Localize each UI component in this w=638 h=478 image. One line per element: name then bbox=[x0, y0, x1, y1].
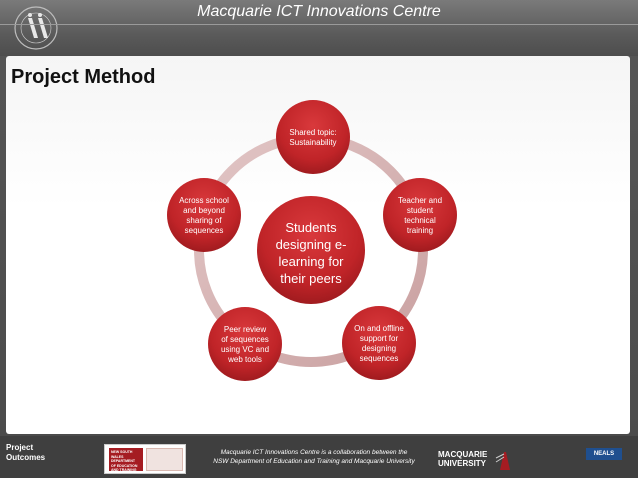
collaboration-line-1: Macquarie ICT Innovations Centre is a co… bbox=[220, 449, 408, 456]
node-label-peer-review: Peer review of sequences using VC and we… bbox=[220, 325, 270, 364]
center-label: Students designing e- learning for their… bbox=[275, 220, 347, 286]
dept-building-icon bbox=[146, 448, 183, 471]
neals-logo: NEALS bbox=[586, 448, 622, 460]
project-outcomes-link[interactable]: Project Outcomes bbox=[6, 443, 46, 462]
lighthouse-icon bbox=[495, 452, 510, 470]
node-label-sharing: Across school and beyond sharing of sequ… bbox=[179, 196, 229, 235]
centre-logo-icon bbox=[14, 6, 58, 50]
macquarie-logo-text: MACQUARIE UNIVERSITY bbox=[438, 450, 488, 468]
collaboration-note: Macquarie ICT Innovations Centre is a co… bbox=[196, 448, 432, 466]
node-label-teacher-training: Teacher and student technical training bbox=[397, 196, 443, 235]
center-node bbox=[257, 196, 365, 304]
slide-title: Project Method bbox=[11, 66, 156, 88]
nsw-dept-logo-text: NEW SOUTH WALES DEPARTMENT OF EDUCATION … bbox=[109, 448, 143, 472]
header-bar: Macquarie ICT Innovations Centre bbox=[0, 0, 638, 56]
node-label-offline-support: On and offline support for designing seq… bbox=[354, 324, 404, 363]
node-offline-support bbox=[342, 306, 416, 380]
node-label-shared-topic: Shared topic: Sustainability bbox=[289, 128, 337, 147]
collaboration-line-2: NSW Department of Education and Training… bbox=[213, 458, 415, 465]
header-divider bbox=[0, 24, 638, 25]
nsw-dept-logo: NEW SOUTH WALES DEPARTMENT OF EDUCATION … bbox=[104, 444, 186, 474]
node-shared-topic bbox=[276, 100, 350, 174]
node-teacher-training bbox=[383, 178, 457, 252]
node-sharing bbox=[167, 178, 241, 252]
macquarie-university-logo: MACQUARIE UNIVERSITY bbox=[438, 446, 518, 474]
node-peer-review bbox=[208, 307, 282, 381]
header-title: Macquarie ICT Innovations Centre bbox=[197, 3, 441, 20]
